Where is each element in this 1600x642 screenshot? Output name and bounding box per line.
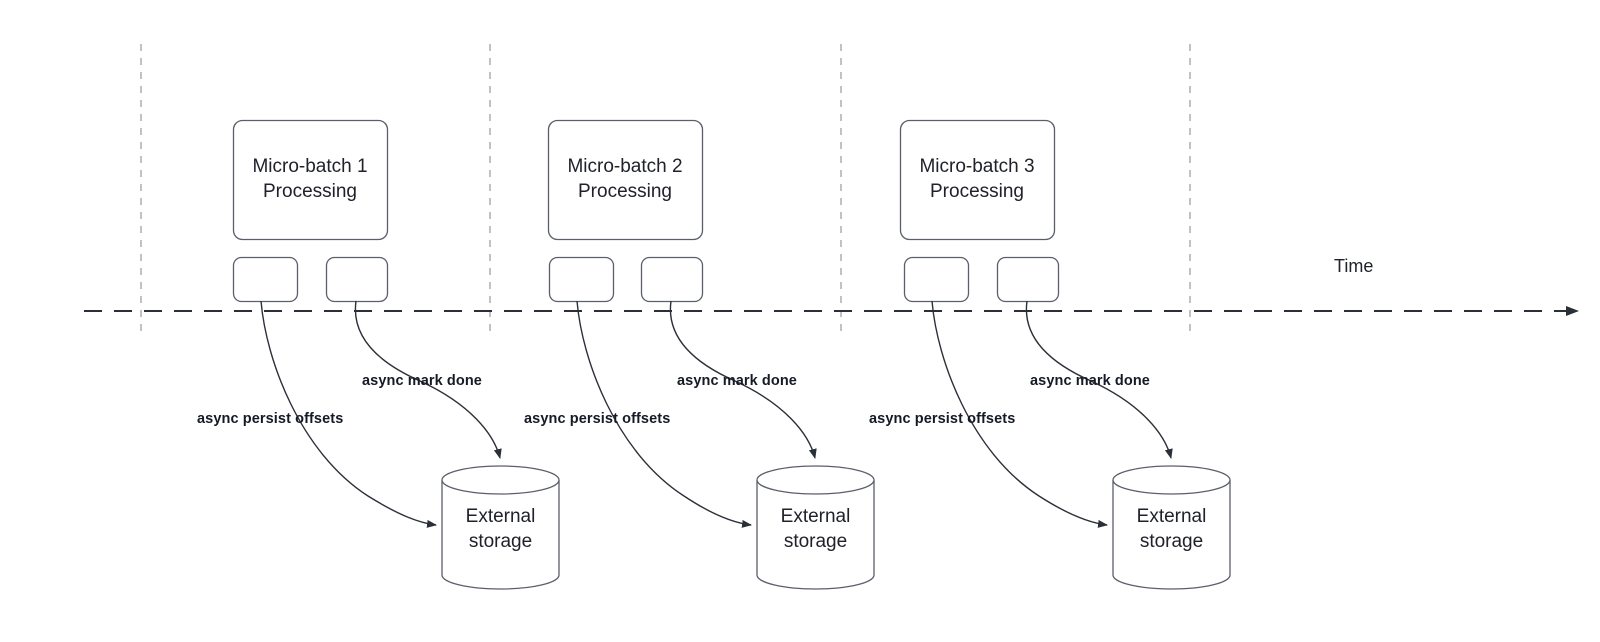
async-persist-offsets-1-label: async persist offsets [197, 411, 344, 427]
process-box-3[interactable] [899, 119, 1056, 241]
diagram-nodes [232, 119, 1231, 590]
external-storage-top-2 [756, 465, 875, 495]
async-mark-done-1 [354, 300, 502, 459]
time-axis-label: Time [1334, 256, 1374, 276]
external-storage-body-2[interactable] [756, 480, 875, 590]
async-persist-offsets-3 [931, 300, 1108, 528]
async-persist-offsets-2 [576, 300, 752, 528]
async-mark-done-2 [669, 300, 817, 459]
async-mark-done-1-label: async mark done [362, 373, 482, 389]
external-storage-top-1 [441, 465, 560, 495]
diagram-edges [260, 300, 1173, 528]
offset-commit-task-3[interactable] [903, 256, 970, 303]
async-persist-offsets-1 [260, 300, 437, 528]
external-storage-top-3 [1112, 465, 1231, 495]
process-box-1[interactable] [232, 119, 389, 241]
offset-commit-task-2[interactable] [548, 256, 615, 303]
mark-done-task-2[interactable] [640, 256, 704, 303]
offset-commit-task-1[interactable] [232, 256, 299, 303]
async-mark-done-2-label: async mark done [677, 373, 797, 389]
async-mark-done-3-label: async mark done [1030, 373, 1150, 389]
async-mark-done-3 [1025, 300, 1173, 459]
process-box-2[interactable] [547, 119, 704, 241]
mark-done-task-3[interactable] [996, 256, 1060, 303]
mark-done-task-1[interactable] [325, 256, 389, 303]
async-persist-offsets-3-label: async persist offsets [869, 411, 1016, 427]
external-storage-body-1[interactable] [441, 480, 560, 590]
external-storage-body-3[interactable] [1112, 480, 1231, 590]
async-persist-offsets-2-label: async persist offsets [524, 411, 671, 427]
timeline-guide-lines [140, 44, 1191, 332]
